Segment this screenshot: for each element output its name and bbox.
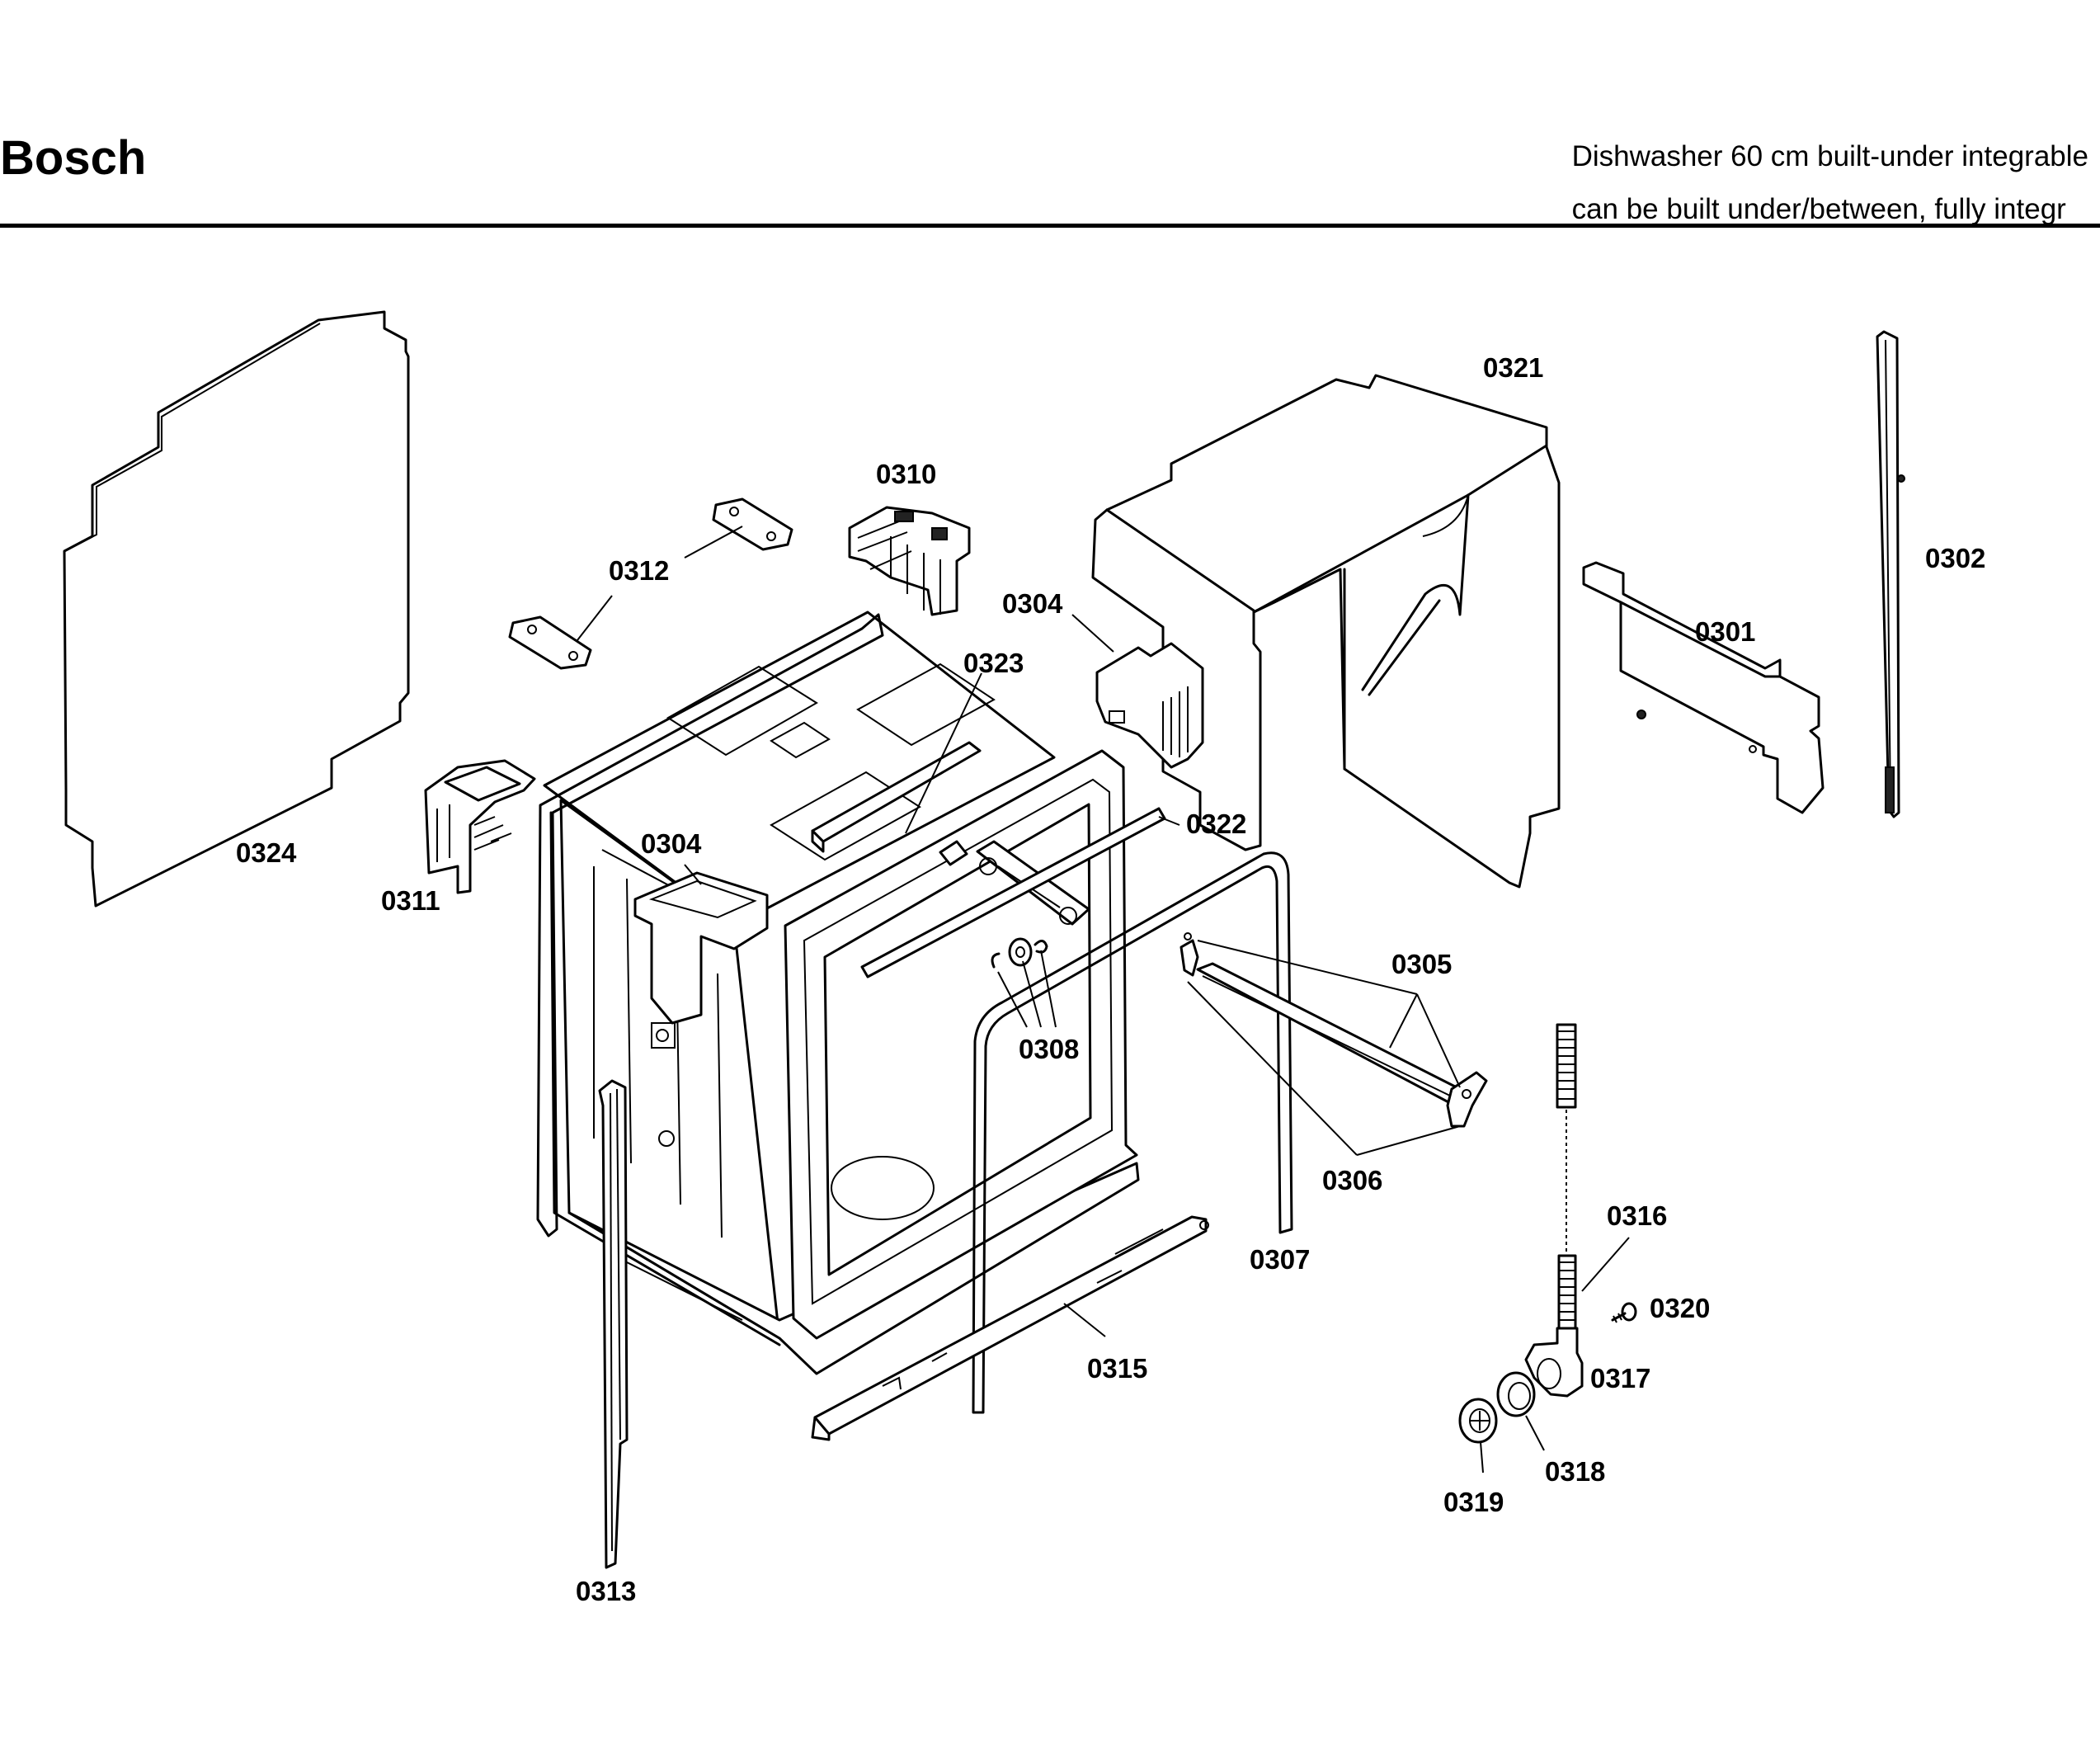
description-line-1: Dishwasher 60 cm built-under integrable [1571, 140, 2088, 172]
label-0315: 0315 [1087, 1353, 1147, 1384]
label-0313: 0313 [576, 1576, 636, 1606]
part-0316-hose [1556, 1023, 1577, 1332]
label-0311: 0311 [381, 885, 440, 916]
part-labels: 0321 0310 0302 0312 0304 0301 0323 0322 … [236, 352, 1985, 1606]
label-0312: 0312 [609, 555, 669, 586]
part-0324-panel [63, 310, 410, 908]
description-line-2: can be built under/between, fully integr [1571, 193, 2066, 225]
part-0318-ring [1496, 1371, 1536, 1417]
label-0318: 0318 [1545, 1456, 1605, 1487]
part-0304-bracket-tub [633, 871, 769, 1049]
label-0304-tub: 0304 [641, 828, 702, 859]
brand-title: Bosch [0, 131, 147, 185]
label-0324: 0324 [236, 837, 297, 868]
part-0301-plate [1582, 561, 1825, 814]
label-0304-cover: 0304 [1002, 588, 1063, 619]
label-0321: 0321 [1483, 352, 1543, 383]
model-description: Dishwasher 60 cm built-under integrable … [1572, 130, 2088, 236]
label-0319: 0319 [1443, 1487, 1504, 1517]
part-0319-knob [1458, 1398, 1498, 1444]
part-0308-fasteners [991, 937, 1048, 969]
part-0302-strip [1876, 330, 1905, 818]
part-0320-screw [1611, 1302, 1637, 1323]
label-0307: 0307 [1250, 1244, 1310, 1275]
part-0307-frame [972, 851, 1293, 1414]
label-0310: 0310 [876, 459, 936, 489]
part-tub [536, 611, 1140, 1375]
part-0312-clip-upper [712, 497, 793, 551]
label-0306: 0306 [1322, 1165, 1382, 1195]
part-0321-cover [1091, 374, 1561, 889]
part-0312-clip-lower [508, 615, 592, 670]
part-0311-bracket [424, 759, 536, 894]
label-0302: 0302 [1925, 543, 1985, 573]
header-rule [0, 224, 2100, 228]
label-0317: 0317 [1590, 1363, 1650, 1393]
part-0305-arm [1179, 932, 1488, 1128]
part-0310-bracket [848, 506, 971, 616]
label-0316: 0316 [1607, 1200, 1667, 1231]
part-0304-bracket-cover [1095, 642, 1204, 769]
label-0322: 0322 [1186, 809, 1246, 839]
leader-lines [577, 526, 1630, 1473]
label-0301: 0301 [1695, 616, 1755, 647]
label-0308: 0308 [1019, 1034, 1079, 1064]
label-0323: 0323 [963, 648, 1024, 678]
part-0315-rail [811, 1215, 1209, 1441]
label-0305: 0305 [1391, 949, 1452, 979]
label-0320: 0320 [1650, 1293, 1710, 1323]
part-0317-fitting [1524, 1327, 1584, 1398]
part-0313-strip [598, 1079, 629, 1569]
